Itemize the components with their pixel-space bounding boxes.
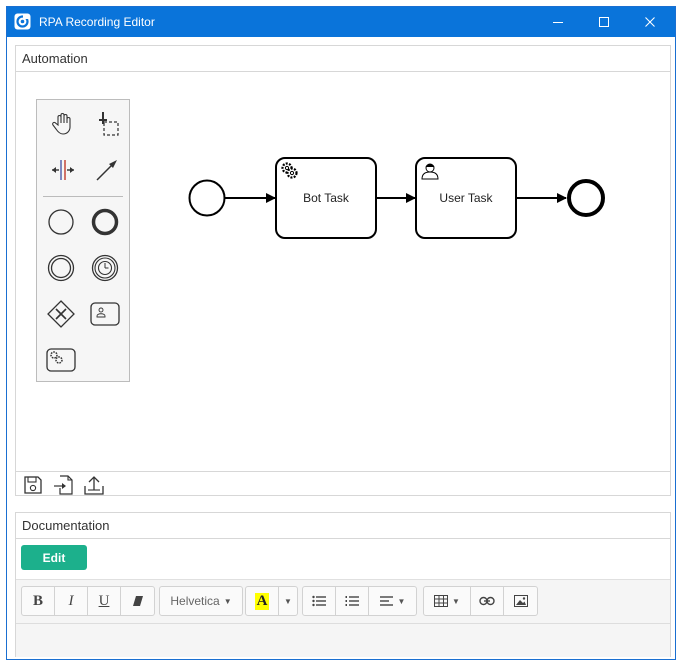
- minimize-icon: [553, 22, 563, 23]
- service-task-tool[interactable]: [43, 342, 79, 378]
- clear-format-button[interactable]: [121, 587, 154, 615]
- lasso-tool[interactable]: [89, 106, 125, 142]
- intermediate-event-icon: [47, 254, 75, 282]
- start-event-tool[interactable]: [43, 204, 79, 240]
- export-button[interactable]: [52, 473, 76, 497]
- hand-tool-icon: [52, 113, 71, 135]
- underline-button[interactable]: U: [88, 587, 121, 615]
- bpmn-canvas: [188, 157, 605, 239]
- numbered-list-icon: [345, 596, 359, 606]
- start-event-icon: [48, 209, 74, 235]
- image-icon: [513, 595, 528, 607]
- end-event-tool[interactable]: [87, 204, 123, 240]
- upload-button[interactable]: [82, 473, 106, 497]
- bold-icon: B: [32, 592, 43, 609]
- color-group: A ▼: [245, 586, 298, 616]
- palette-separator: [43, 196, 123, 197]
- close-icon: [645, 17, 655, 27]
- align-left-icon: [379, 596, 393, 606]
- chevron-down-icon: ▼: [284, 596, 292, 606]
- app-logo-icon: [14, 13, 31, 30]
- save-icon: [24, 476, 42, 494]
- connect-tool[interactable]: [89, 152, 125, 188]
- documentation-panel: Documentation Edit B I U: [15, 512, 671, 657]
- underline-icon: U: [98, 592, 110, 609]
- save-button[interactable]: [21, 473, 45, 497]
- chevron-down-icon: ▼: [397, 596, 406, 606]
- bullet-list-icon: [312, 595, 326, 607]
- hand-tool[interactable]: [45, 106, 81, 142]
- format-group: B I U: [21, 586, 155, 616]
- minimize-button[interactable]: [535, 7, 581, 37]
- paragraph-group: ▼: [302, 586, 417, 616]
- space-tool-icon: [52, 160, 74, 180]
- insert-group: ▼: [423, 586, 538, 616]
- end-event-icon: [91, 208, 119, 236]
- window-title: RPA Recording Editor: [39, 15, 155, 29]
- insert-image-button[interactable]: [504, 587, 537, 615]
- font-family-value: Helvetica: [170, 594, 220, 608]
- canvas-toolbar: [16, 471, 670, 497]
- bpmn-palette: [36, 99, 130, 382]
- gateway-tool[interactable]: [43, 296, 79, 332]
- connect-tool-icon: [96, 160, 117, 181]
- export-icon: [54, 475, 73, 495]
- app-window: RPA Recording Editor Automation: [6, 6, 676, 660]
- maximize-icon: [599, 17, 609, 27]
- start-event[interactable]: [188, 179, 226, 217]
- timer-event-icon: [91, 254, 119, 282]
- numbered-list-button[interactable]: [336, 587, 369, 615]
- highlight-color-button[interactable]: A: [246, 587, 279, 615]
- user-task[interactable]: [415, 157, 517, 239]
- space-tool[interactable]: [45, 152, 81, 188]
- user-task-tool[interactable]: [87, 296, 123, 332]
- toolbar-divider: [16, 623, 670, 624]
- lasso-tool-icon: [99, 112, 119, 136]
- italic-icon: I: [68, 592, 74, 609]
- table-icon: [434, 595, 449, 607]
- maximize-button[interactable]: [581, 7, 627, 37]
- link-icon: [479, 596, 495, 606]
- chevron-down-icon: ▼: [223, 596, 232, 606]
- rich-text-editor: B I U Helvetica ▼: [16, 579, 670, 657]
- gateway-icon: [47, 300, 75, 328]
- bot-task-label: Bot Task: [303, 191, 349, 205]
- end-event[interactable]: [567, 179, 605, 217]
- service-task-icon: [46, 348, 76, 372]
- automation-header: Automation: [16, 46, 670, 72]
- close-button[interactable]: [627, 7, 673, 37]
- chevron-down-icon: ▼: [452, 596, 460, 606]
- intermediate-event-tool[interactable]: [43, 250, 79, 286]
- bold-button[interactable]: B: [22, 587, 55, 615]
- user-task-label: User Task: [439, 191, 493, 205]
- highlight-color-dropdown[interactable]: ▼: [279, 587, 297, 615]
- documentation-header: Documentation: [16, 513, 670, 539]
- edit-button[interactable]: Edit: [21, 545, 87, 570]
- automation-panel: Automation: [15, 45, 671, 496]
- upload-icon: [84, 476, 104, 495]
- user-task-icon: [90, 302, 120, 326]
- italic-button[interactable]: I: [55, 587, 88, 615]
- insert-table-button[interactable]: ▼: [424, 587, 471, 615]
- font-family-select[interactable]: Helvetica ▼: [160, 587, 242, 615]
- font-group: Helvetica ▼: [159, 586, 243, 616]
- insert-link-button[interactable]: [471, 587, 504, 615]
- bullet-list-button[interactable]: [303, 587, 336, 615]
- title-bar[interactable]: RPA Recording Editor: [7, 7, 675, 37]
- timer-event-tool[interactable]: [87, 250, 123, 286]
- paragraph-align-select[interactable]: ▼: [369, 587, 416, 615]
- bot-task[interactable]: [275, 157, 377, 239]
- highlight-icon: A: [254, 592, 270, 610]
- eraser-icon: [132, 596, 143, 606]
